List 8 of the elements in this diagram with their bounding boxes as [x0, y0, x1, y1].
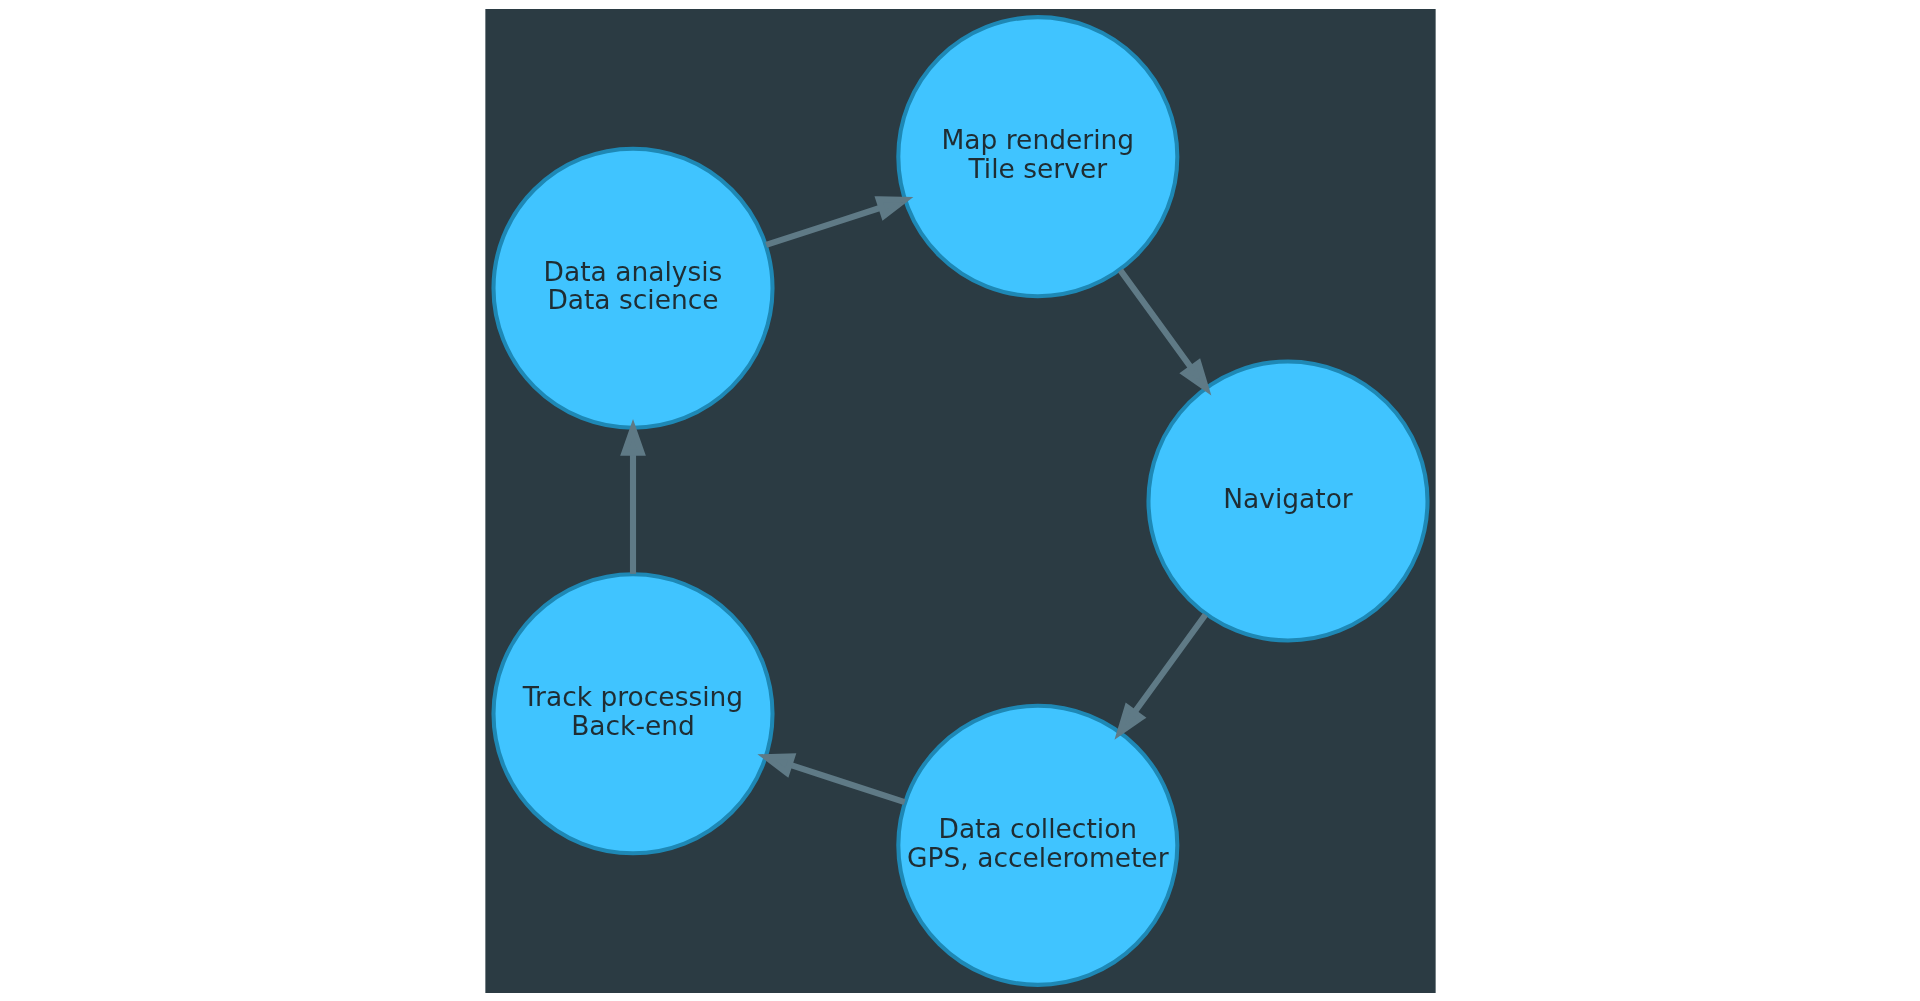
- arrow: [756, 752, 906, 805]
- arrow: [1113, 612, 1208, 740]
- arrow: [619, 418, 646, 574]
- arrow: [764, 195, 913, 248]
- arrow: [1117, 268, 1211, 395]
- node-circle: Data analysis Data science: [490, 146, 775, 430]
- node-circle: Map rendering Tile server: [895, 14, 1179, 298]
- node-circle: Track processing Back-end: [490, 571, 775, 855]
